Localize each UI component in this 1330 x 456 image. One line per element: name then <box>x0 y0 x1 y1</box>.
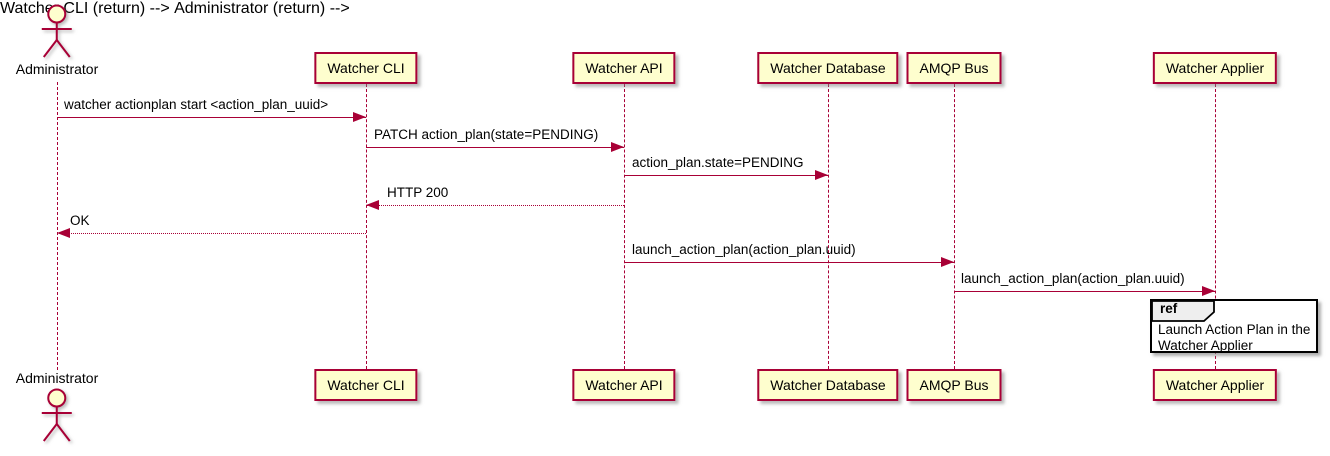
ref-tab-shape-icon <box>1151 300 1215 322</box>
message-label: watcher actionplan start <action_plan_uu… <box>64 97 329 112</box>
actor-figure-icon <box>42 4 72 58</box>
participant-watcher-api-bottom: Watcher API <box>572 369 676 401</box>
message-line <box>57 233 366 234</box>
lifeline-watcher-cli <box>366 84 367 369</box>
participant-watcher-cli-top: Watcher CLI <box>314 52 418 84</box>
actor-administrator-bottom: Administrator <box>16 370 98 445</box>
participant-label: Watcher API <box>585 377 663 393</box>
actor-label: Administrator <box>15 61 99 77</box>
message-line <box>624 262 954 263</box>
participant-watcher-database-top: Watcher Database <box>757 52 899 84</box>
message-label: PATCH action_plan(state=PENDING) <box>374 127 599 142</box>
ref-tab: ref <box>1151 300 1217 322</box>
arrowhead-right-icon <box>611 142 624 152</box>
message-label: HTTP 200 <box>387 185 449 200</box>
arrowhead-right-icon <box>1202 286 1215 296</box>
participant-watcher-applier-bottom: Watcher Applier <box>1152 369 1278 401</box>
ref-keyword: ref <box>1160 301 1178 316</box>
message-label: action_plan.state=PENDING <box>632 155 804 170</box>
lifeline-watcher-applier <box>1215 84 1216 369</box>
ref-text: Launch Action Plan in the Watcher Applie… <box>1158 322 1312 354</box>
actor-label: Administrator <box>15 370 99 386</box>
participant-label: Watcher Applier <box>1165 60 1265 76</box>
ref-text-line: Watcher Applier <box>1158 338 1253 353</box>
participant-watcher-applier-top: Watcher Applier <box>1152 52 1278 84</box>
message-line <box>954 291 1215 292</box>
ref-text-line: Launch Action Plan in the <box>1158 322 1311 337</box>
message-line <box>624 175 828 176</box>
message-line <box>366 147 624 148</box>
arrowhead-right-icon <box>353 112 366 122</box>
participant-label: Watcher CLI <box>327 377 405 393</box>
arrowhead-right-icon <box>815 170 828 180</box>
message-label: OK <box>70 213 90 228</box>
participant-label: Watcher API <box>585 60 663 76</box>
actor-figure-icon <box>42 388 72 442</box>
participant-amqp-bus-top: AMQP Bus <box>906 52 1002 84</box>
participant-label: Watcher CLI <box>327 60 405 76</box>
lifeline-amqp-bus <box>954 84 955 369</box>
participant-watcher-api-top: Watcher API <box>572 52 676 84</box>
arrowhead-left-icon <box>57 228 70 238</box>
arrowhead-left-icon <box>366 200 379 210</box>
participant-amqp-bus-bottom: AMQP Bus <box>906 369 1002 401</box>
actor-administrator-top: Administrator <box>16 3 98 78</box>
arrowhead-right-icon <box>941 257 954 267</box>
lifeline-watcher-database <box>828 84 829 369</box>
message-line <box>57 117 366 118</box>
lifeline-administrator <box>57 82 58 370</box>
message-label: launch_action_plan(action_plan.uuid) <box>632 242 856 257</box>
participant-label: Watcher Database <box>770 60 886 76</box>
participant-watcher-database-bottom: Watcher Database <box>757 369 899 401</box>
participant-label: Watcher Applier <box>1165 377 1265 393</box>
message-label: launch_action_plan(action_plan.uuid) <box>961 271 1185 286</box>
lifeline-watcher-api <box>624 84 625 369</box>
message-line <box>366 205 624 206</box>
participant-label: AMQP Bus <box>919 377 989 393</box>
participant-label: AMQP Bus <box>919 60 989 76</box>
participant-label: Watcher Database <box>770 377 886 393</box>
ref-frame: ref Launch Action Plan in the Watcher Ap… <box>1150 299 1318 353</box>
participant-watcher-cli-bottom: Watcher CLI <box>314 369 418 401</box>
